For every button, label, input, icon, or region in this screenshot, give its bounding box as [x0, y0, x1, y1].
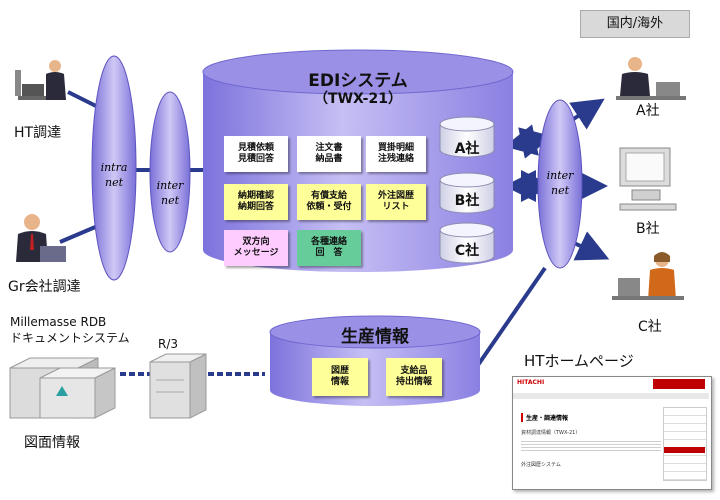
- edi-cylinder-body: [203, 72, 513, 272]
- ht-homepage-section2: 外注図歴システム: [521, 462, 561, 468]
- production-cylinder-top: [269, 315, 481, 349]
- edi-company-c: C社: [454, 243, 480, 259]
- ht-homepage-thumbnail[interactable]: HITACHI 生産・調達情報 資材調達情報（TWX-21） 外注図歴システム: [512, 376, 712, 490]
- gr-user-icon: [16, 214, 66, 262]
- arrow-edi-internet-1: [504, 124, 553, 159]
- edi-note-contact: 各種連絡 回 答: [297, 230, 361, 266]
- edi-subtitle: （TWX-21）: [314, 91, 402, 107]
- a-company-user-icon: [616, 57, 686, 100]
- b-company-computer-icon: [619, 147, 677, 211]
- edi-note-delivery: 納期確認 納期回答: [224, 184, 288, 220]
- intranet-lens: [91, 55, 137, 281]
- c-company-label: C社: [638, 319, 662, 335]
- edi-note-payable: 買掛明細 注残連絡: [366, 136, 426, 172]
- line-gr: [59, 223, 101, 244]
- ht-homepage-brand: HITACHI: [517, 379, 545, 386]
- production-note-drawing: 図歴 情報: [312, 358, 368, 396]
- arrow-to-c: [571, 231, 610, 261]
- internet-left-label: inter net: [156, 179, 184, 207]
- drawing-info-label: 図面情報: [24, 435, 80, 451]
- company-disks: [439, 116, 495, 264]
- edi-note-message: 双方向 メッセージ: [224, 230, 288, 266]
- internet-right-lens: [537, 99, 583, 269]
- a-company-label: A社: [636, 103, 660, 119]
- ht-homepage-nav-bar: [513, 393, 709, 399]
- internet-left-lens: [149, 91, 191, 253]
- line-prod-internet: [476, 266, 547, 367]
- b-company-label: B社: [636, 221, 660, 237]
- edi-cylinder-top: [202, 49, 514, 95]
- r3-server-icon: [149, 353, 207, 419]
- ht-homepage-header-bar: [653, 379, 705, 389]
- edi-note-supply: 有償支給 依頼・受付: [297, 184, 361, 220]
- r3-label: R/3: [158, 337, 179, 351]
- gr-procurement-label: Gr会社調達: [8, 279, 81, 295]
- production-title: 生産情報: [341, 327, 409, 347]
- intranet-label: intra net: [100, 161, 128, 189]
- edi-note-outsource: 外注図歴 リスト: [366, 184, 426, 220]
- line-ht: [67, 90, 101, 110]
- region-label: 国内/海外: [580, 10, 690, 38]
- edi-title: EDIシステム: [308, 71, 408, 91]
- ht-homepage-text-lines: [521, 439, 661, 453]
- arrow-to-a: [569, 98, 605, 130]
- production-note-supply: 支給品 持出情報: [386, 358, 442, 396]
- ht-homepage-heading: 生産・調達情報: [521, 413, 568, 422]
- ht-homepage-section1: 資材調達情報（TWX-21）: [521, 430, 581, 436]
- edi-company-b: B社: [454, 193, 480, 209]
- edi-note-order: 注文書 納品書: [297, 136, 361, 172]
- ht-homepage-label: HTホームページ: [524, 352, 634, 370]
- ht-homepage-sidebar: [663, 407, 707, 481]
- internet-right-label: inter net: [546, 169, 574, 197]
- millemasse-label: Millemasse RDB ドキュメントシステム: [10, 315, 130, 345]
- edi-note-quote: 見積依頼 見積回答: [224, 136, 288, 172]
- ht-user-icon: [15, 60, 66, 100]
- ht-procurement-label: HT調達: [14, 125, 62, 141]
- ht-homepage-sidebar-highlight: [664, 447, 705, 453]
- millemasse-server-icon: [9, 357, 116, 419]
- c-company-user-icon: [612, 252, 684, 300]
- edi-company-a: A社: [454, 141, 480, 157]
